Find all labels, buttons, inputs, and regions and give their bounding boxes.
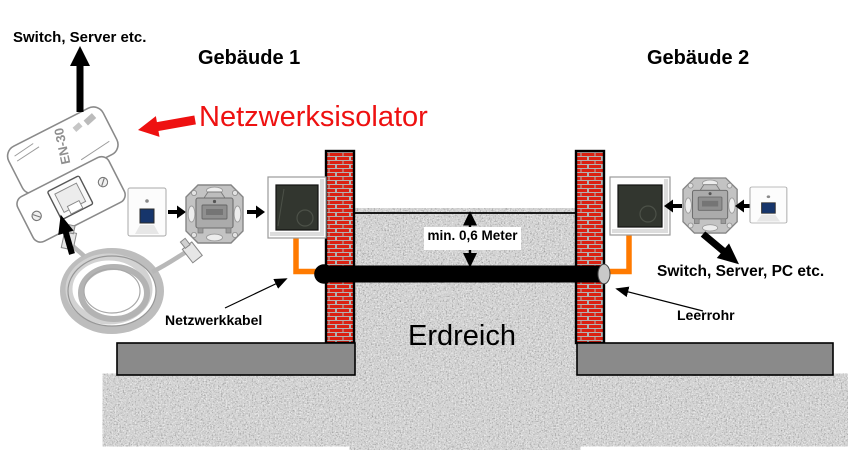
arrow-isolator-to-switch (70, 46, 90, 112)
label-netzwerkkabel: Netzwerkkabel (165, 312, 263, 328)
arrow-insert-to-switch-right (700, 231, 740, 265)
flush-mount-insert-left (185, 184, 244, 244)
earth-ground-bottom (117, 375, 838, 445)
rj45-connector (179, 237, 203, 264)
network-isolator-device: EN-30 (6, 106, 126, 243)
arrow-netzwerkkabel-label (224, 278, 288, 309)
label-switch-server-top: Switch, Server etc. (13, 29, 147, 46)
surface-wall-box-right (609, 176, 671, 236)
brick-wall-right (574, 149, 606, 345)
arrow-insert-to-box-left (247, 205, 265, 219)
foundation-left (116, 342, 356, 376)
label-leerrohr: Leerrohr (677, 307, 735, 323)
label-erdreich: Erdreich (408, 320, 516, 352)
arrow-cable-to-isolator (58, 214, 75, 255)
conduit-pipe (314, 263, 611, 285)
label-building-2: Gebäude 2 (647, 47, 750, 69)
rj45-wall-plate-left (127, 187, 167, 237)
isolator-pointer-arrow (138, 115, 196, 137)
brick-wall-left (324, 149, 356, 345)
label-min-depth: min. 0,6 Meter (424, 227, 521, 250)
device-model-text: EN-30 (51, 126, 73, 165)
conduit-opening (597, 263, 611, 285)
label-netzwerksisolator: Netzwerksisolator (199, 101, 428, 133)
flush-mount-insert-right (682, 177, 738, 234)
patch-cable-left (293, 234, 322, 275)
foundation-right (576, 342, 834, 376)
patch-cable-right (610, 234, 632, 275)
surface-wall-box-left (267, 176, 327, 239)
arrow-leerrohr-label (615, 286, 704, 312)
label-switch-server-right: Switch, Server, PC etc. (657, 263, 825, 280)
rj45-wall-plate-right (749, 186, 788, 224)
arrow-plate-to-insert-left (168, 205, 186, 219)
label-building-1: Gebäude 1 (198, 47, 301, 69)
